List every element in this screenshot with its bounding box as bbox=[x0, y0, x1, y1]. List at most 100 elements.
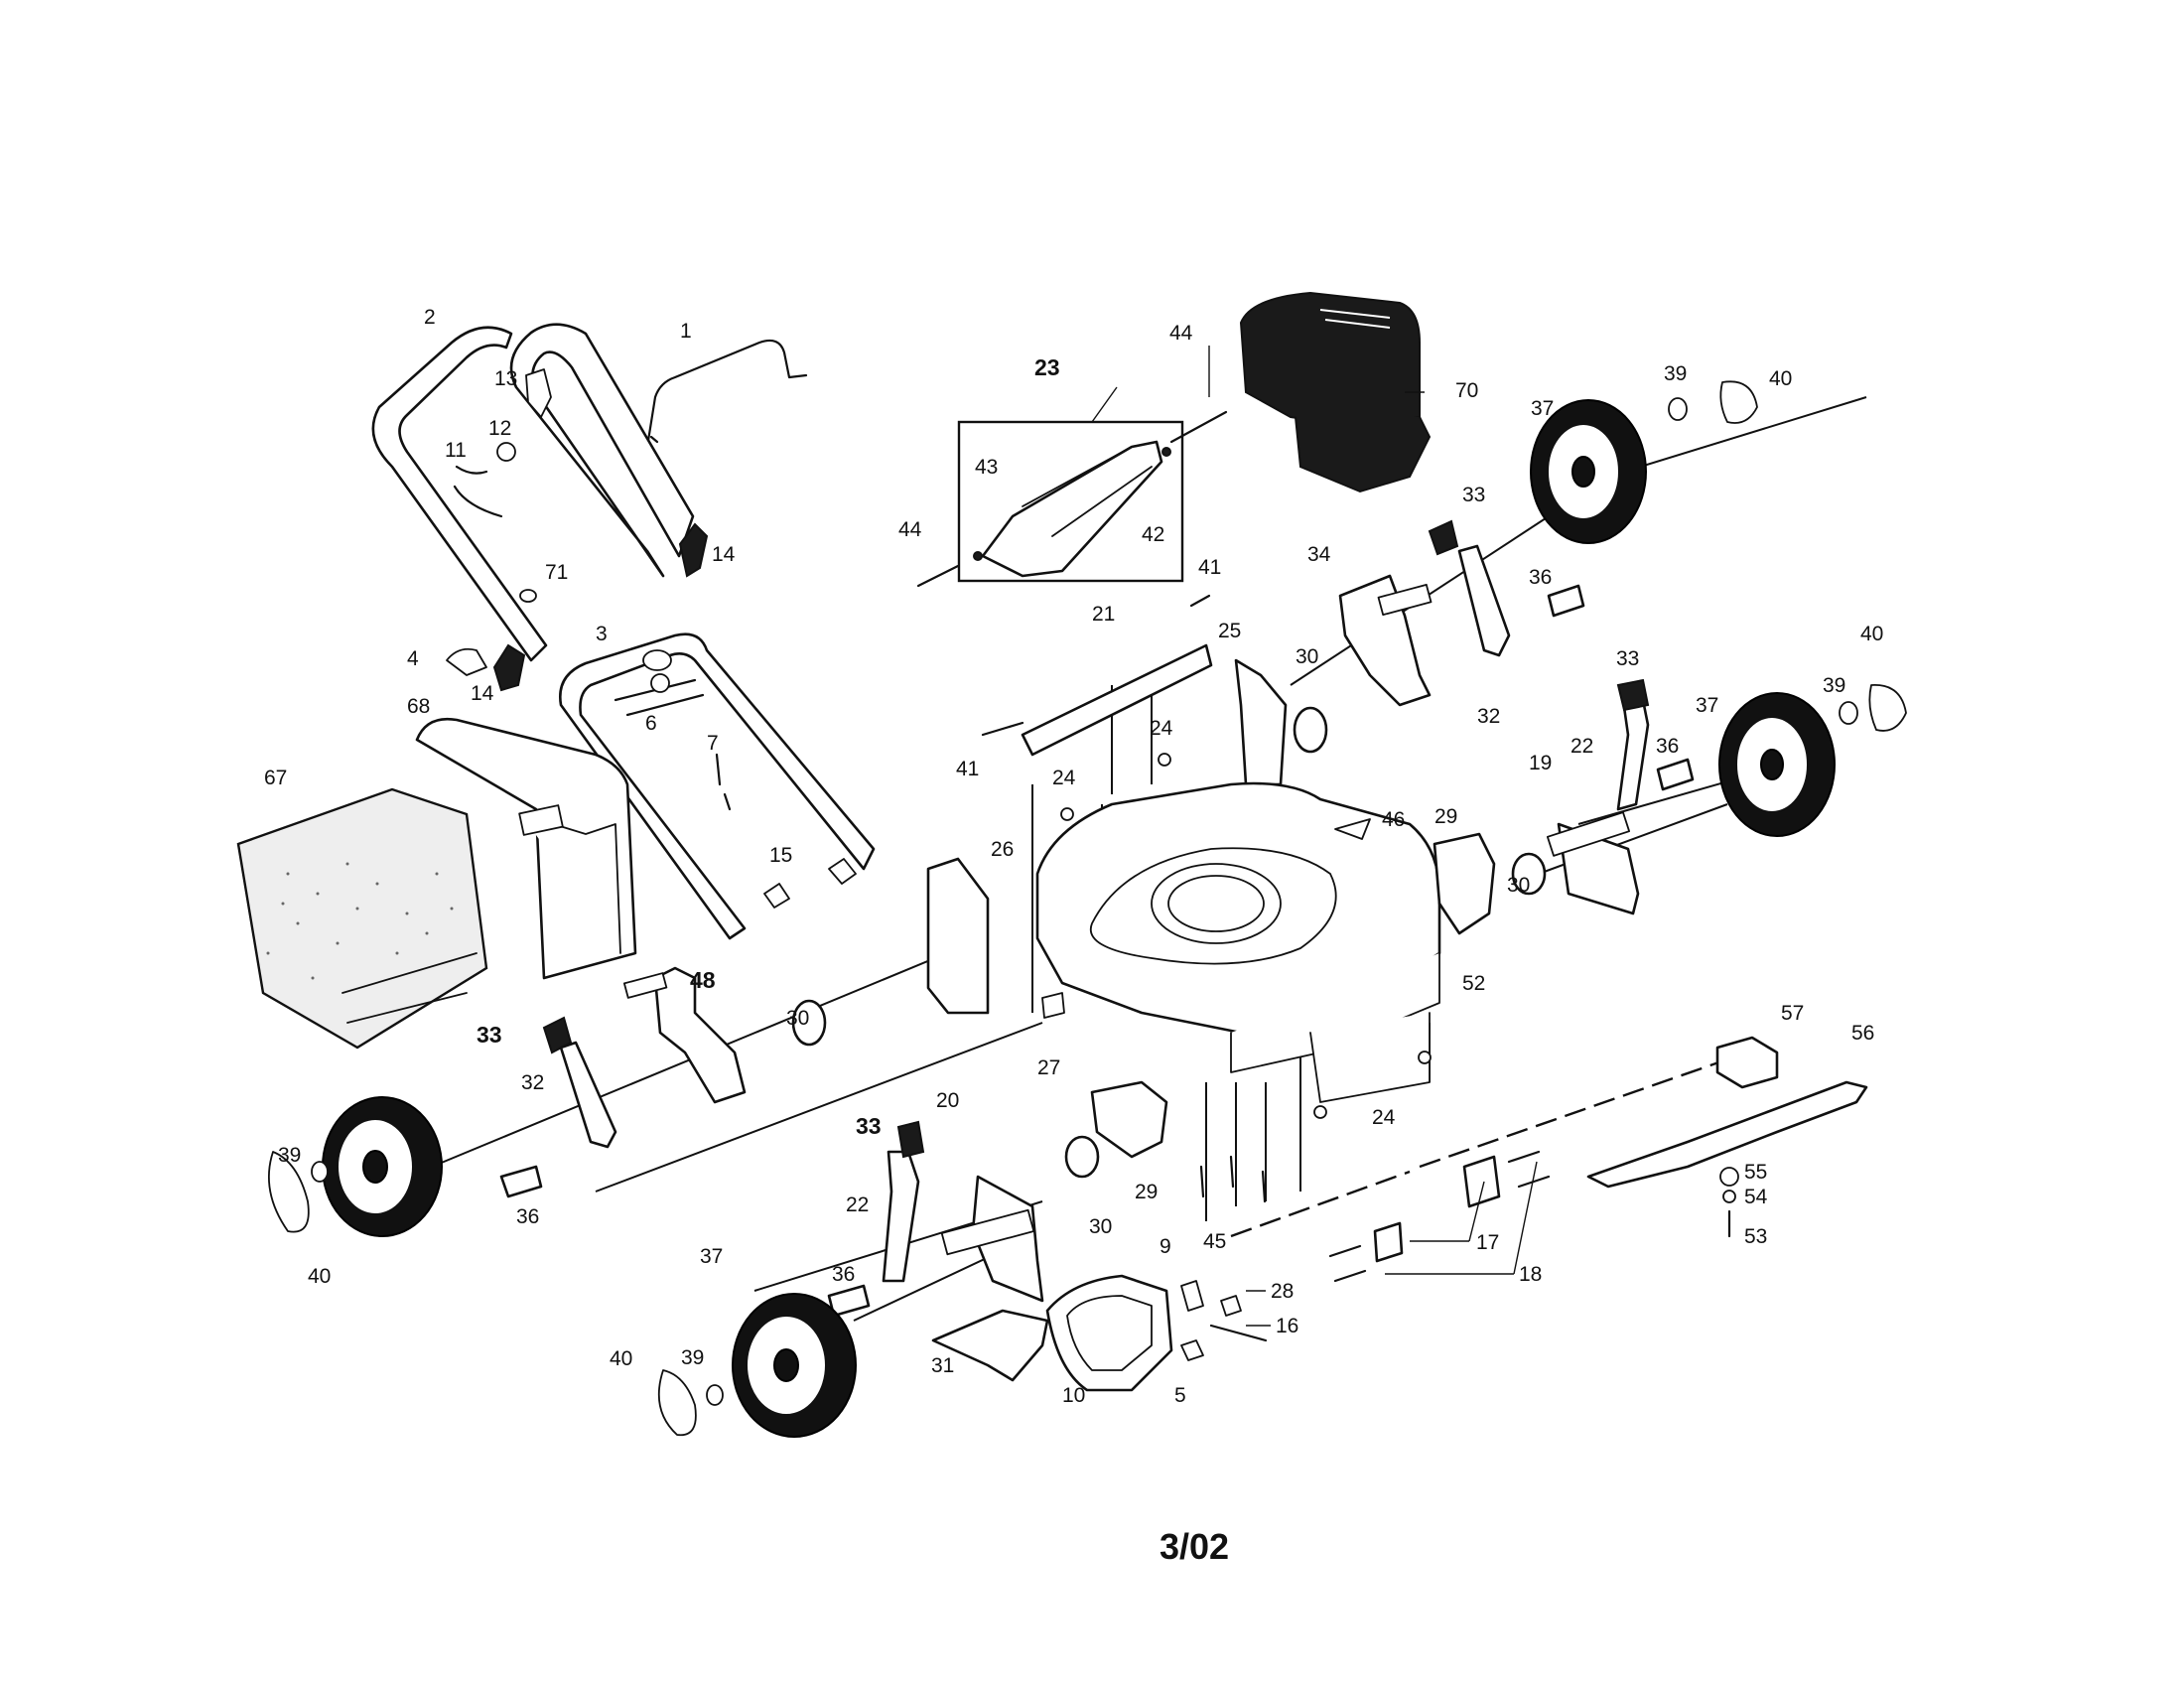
part-14-cam-lever-lower bbox=[492, 643, 526, 692]
part-70-engine bbox=[1239, 291, 1432, 493]
part-23-deflector bbox=[981, 440, 1163, 578]
callout-label: 19 bbox=[1529, 752, 1552, 774]
callout-label: 31 bbox=[931, 1354, 954, 1377]
part-6-knob bbox=[642, 649, 672, 671]
callout-label: 40 bbox=[610, 1347, 632, 1370]
callout-label: 52 bbox=[1462, 972, 1485, 995]
part-31-cover bbox=[931, 1309, 1049, 1382]
part-39-nut-c bbox=[1668, 397, 1688, 421]
part-40-hubcap-a bbox=[267, 1151, 310, 1233]
part-4-clip bbox=[446, 647, 487, 676]
callout-label: 54 bbox=[1744, 1186, 1768, 1208]
part-39-nut-b bbox=[706, 1384, 724, 1406]
part-7-pin bbox=[715, 753, 732, 811]
part-33-height-knob-c bbox=[1428, 519, 1459, 556]
callout-label: 29 bbox=[1135, 1181, 1158, 1203]
callout-label: 29 bbox=[1434, 805, 1457, 828]
part-46-plug bbox=[1334, 818, 1371, 840]
part-40-hubcap-c bbox=[1719, 380, 1758, 424]
callout-label: 30 bbox=[1296, 645, 1318, 668]
part-28-nut bbox=[1220, 1295, 1242, 1317]
part-40-hubcap-d bbox=[1868, 684, 1907, 732]
callout-label: 39 bbox=[1664, 362, 1687, 385]
part-33-height-knob-d bbox=[1616, 678, 1650, 712]
part-10-front-cover bbox=[1045, 1274, 1173, 1392]
part-30-bushing-a bbox=[791, 999, 827, 1047]
callout-label: 26 bbox=[991, 838, 1014, 861]
part-27-label bbox=[1041, 992, 1065, 1019]
part-71-nut bbox=[519, 589, 537, 603]
callout-label: 21 bbox=[1092, 603, 1115, 626]
callout-label: 71 bbox=[545, 561, 568, 584]
part-34-axle-bracket bbox=[1338, 574, 1432, 707]
part-52-mower-deck bbox=[1035, 781, 1441, 1103]
callout-label: 10 bbox=[1062, 1384, 1085, 1407]
callout-label: 46 bbox=[1382, 808, 1405, 831]
callout-label: 30 bbox=[1089, 1215, 1112, 1238]
callout-label: 37 bbox=[1531, 397, 1554, 420]
callout-label: 33 bbox=[1616, 647, 1639, 670]
callout-label: 33 bbox=[856, 1113, 882, 1139]
callout-label: 20 bbox=[936, 1089, 959, 1112]
part-37-wheel-b bbox=[732, 1293, 857, 1438]
part-24-nut-b bbox=[1158, 753, 1171, 767]
callout-label: 48 bbox=[690, 967, 716, 993]
part-12-knob bbox=[496, 442, 516, 462]
part-5-nut bbox=[1180, 1339, 1204, 1361]
callout-label: 44 bbox=[1169, 322, 1193, 345]
callout-label: 36 bbox=[832, 1263, 855, 1286]
part-37-wheel-c bbox=[1530, 399, 1647, 544]
part-45-bolts bbox=[1199, 1155, 1267, 1203]
callout-label: 22 bbox=[1570, 735, 1593, 758]
part-37-wheel-d bbox=[1718, 692, 1836, 837]
callout-label: 25 bbox=[1218, 620, 1241, 642]
callout-label: 14 bbox=[471, 682, 494, 705]
callout-label: 24 bbox=[1150, 717, 1173, 740]
part-39-nut-d bbox=[1839, 701, 1858, 725]
callout-label: 33 bbox=[1462, 484, 1485, 506]
callout-label: 1 bbox=[680, 320, 692, 343]
part-33-height-knob-b bbox=[896, 1120, 925, 1159]
callout-label: 22 bbox=[846, 1193, 869, 1216]
callout-label: 40 bbox=[1860, 623, 1883, 645]
callout-label: 55 bbox=[1744, 1161, 1767, 1184]
callout-label: 14 bbox=[712, 543, 736, 566]
callout-label: 67 bbox=[264, 767, 287, 789]
part-14-cam-lever-upper bbox=[678, 522, 709, 578]
callout-label: 41 bbox=[1198, 556, 1221, 579]
callout-label: 32 bbox=[521, 1071, 544, 1094]
callout-label: 13 bbox=[494, 367, 517, 390]
callout-label: 53 bbox=[1744, 1225, 1767, 1248]
callout-label: 30 bbox=[786, 1007, 809, 1030]
callout-label: 33 bbox=[477, 1022, 502, 1048]
callout-label: 24 bbox=[1052, 767, 1076, 789]
callout-label: 17 bbox=[1476, 1231, 1499, 1254]
callout-label: 44 bbox=[898, 518, 922, 541]
callout-label: 56 bbox=[1851, 1022, 1874, 1045]
callout-label: 3 bbox=[596, 623, 608, 645]
part-41-bolt-left bbox=[981, 721, 1024, 737]
part-30-bushing-d bbox=[1511, 852, 1547, 896]
callout-labels: 1 2 3 4 5 6 7 9 10 11 12 13 14 14 15 16 … bbox=[264, 306, 1883, 1407]
callout-label: 37 bbox=[700, 1245, 723, 1268]
callout-label: 28 bbox=[1271, 1280, 1294, 1303]
callout-label: 6 bbox=[645, 712, 657, 735]
callout-label: 15 bbox=[769, 844, 792, 867]
part-29-baffle-a bbox=[1433, 832, 1496, 935]
part-16-spring bbox=[1209, 1324, 1268, 1342]
callout-label: 27 bbox=[1037, 1056, 1060, 1079]
callout-label: 7 bbox=[707, 732, 719, 755]
part-48-axle-bracket bbox=[653, 966, 747, 1104]
part-36-bolt-a bbox=[499, 1165, 543, 1198]
part-42-spring bbox=[1161, 447, 1171, 457]
part-23-deflector-kit-box bbox=[957, 420, 1184, 583]
callout-label: 12 bbox=[488, 417, 511, 440]
callout-label: 39 bbox=[1823, 674, 1845, 697]
part-30-bushing-c bbox=[1293, 706, 1328, 754]
part-15-cable-clip bbox=[763, 858, 857, 909]
callout-label: 70 bbox=[1455, 379, 1478, 402]
callout-label: 2 bbox=[424, 306, 436, 329]
callout-label: 16 bbox=[1276, 1315, 1298, 1337]
part-17-bracket bbox=[1373, 1155, 1501, 1263]
